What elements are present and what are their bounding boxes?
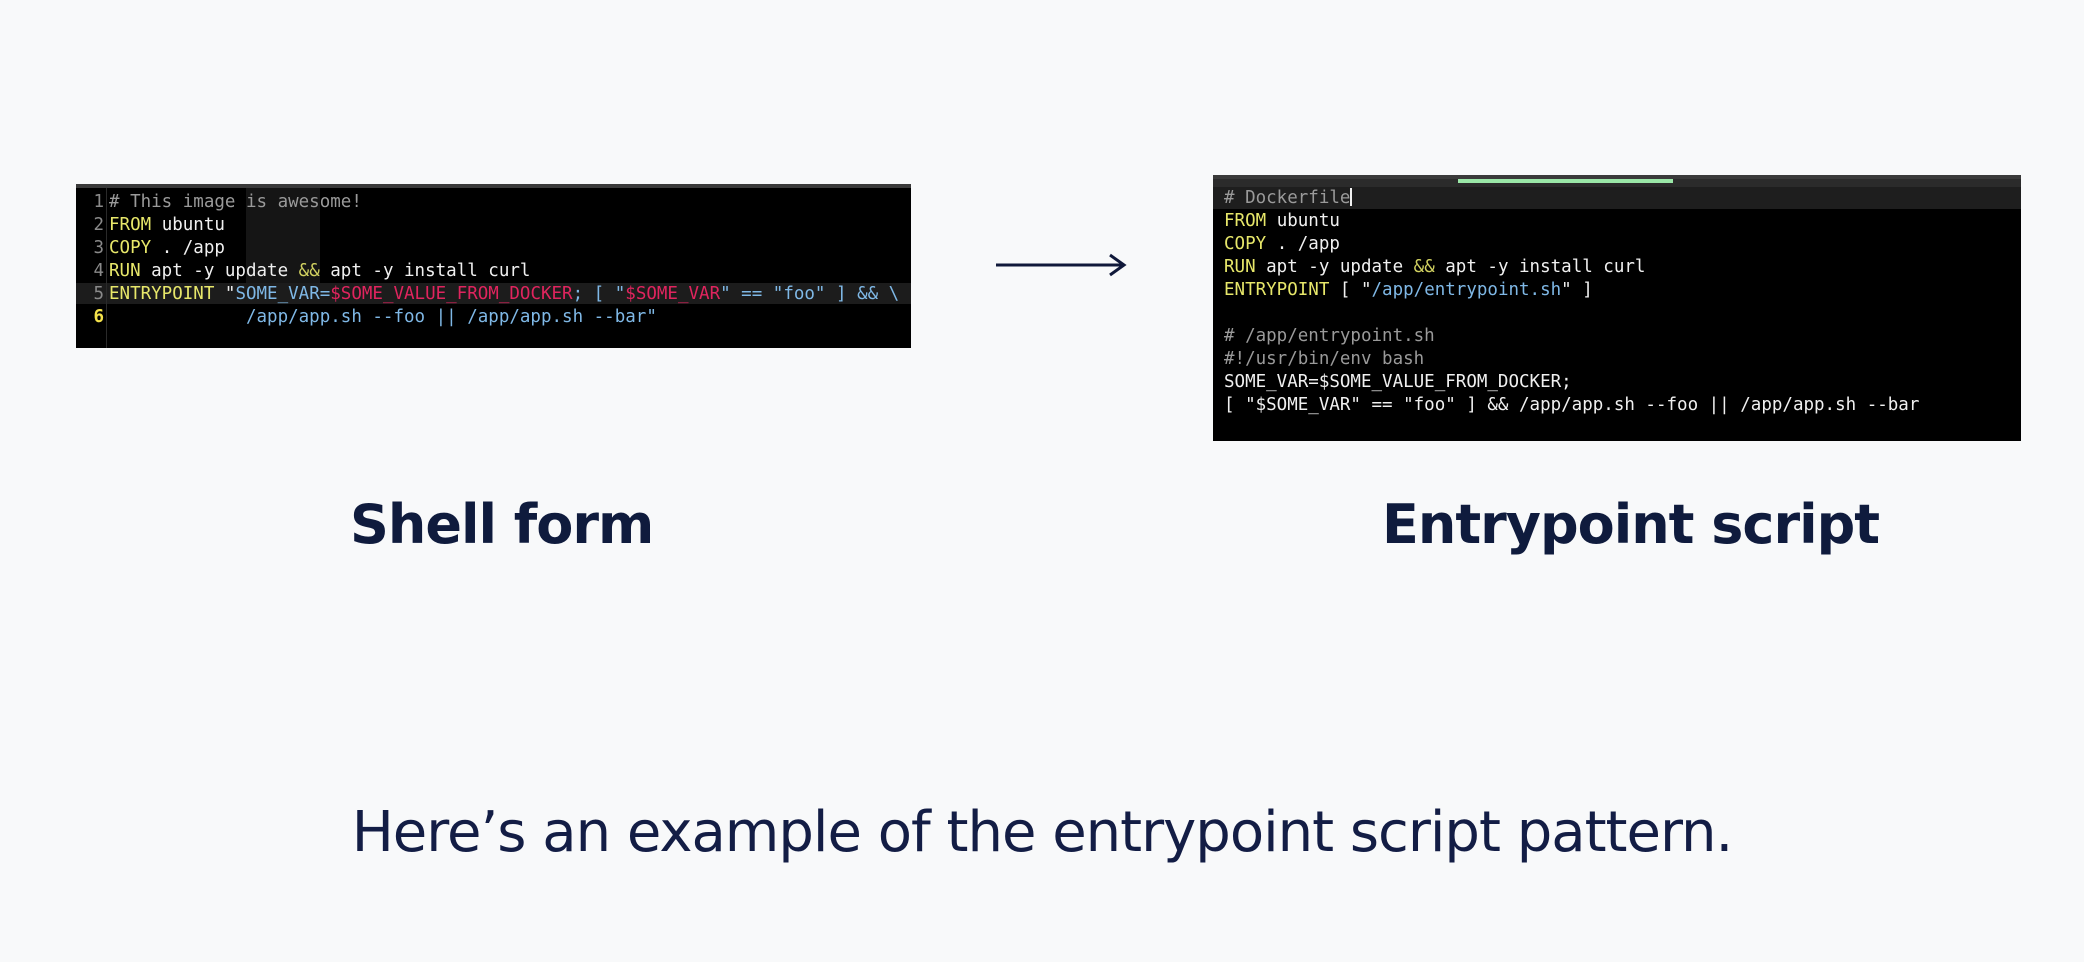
code-token: $SOME_VAR [625, 284, 721, 304]
code-line: # This image is awesome! [109, 191, 899, 214]
code-token: . /app [151, 238, 225, 258]
code-token: SOME_VAR= [235, 284, 331, 304]
code-token: SOME_VAR=$SOME_VALUE_FROM_DOCKER; [1224, 372, 1572, 392]
code-token: #!/usr/bin/env bash [1224, 349, 1425, 369]
code-token: # /app/entrypoint.sh [1224, 326, 1435, 346]
code-token: # This image is awesome! [109, 192, 362, 212]
code-line: #!/usr/bin/env bash [1224, 348, 1919, 371]
code-line: /app/app.sh --foo || /app/app.sh --bar" [109, 306, 899, 329]
code-token: [ " [1329, 280, 1372, 300]
code-token: apt -y install curl [1434, 257, 1646, 277]
code-line: FROM ubuntu [1224, 210, 1919, 233]
code-line: COPY . /app [1224, 233, 1919, 256]
code-token: ENTRYPOINT [109, 284, 215, 304]
line-number: 2 [93, 215, 104, 235]
code-line: COPY . /app [109, 237, 899, 260]
code-token: FROM [109, 215, 152, 235]
text-cursor [1350, 188, 1353, 206]
code-token: $SOME_VALUE_FROM_DOCKER [330, 284, 573, 304]
line-number-gutter: 1 2 3 4 5 6 [76, 191, 104, 329]
code-token: FROM [1224, 211, 1267, 231]
line-number: 6 [93, 307, 104, 327]
code-token: ENTRYPOINT [1224, 280, 1330, 300]
code-line: ENTRYPOINT [ "/app/entrypoint.sh" ] [1224, 279, 1919, 302]
code-token: ubuntu [151, 215, 225, 235]
current-line-highlight [76, 283, 911, 304]
slide-subtitle: Here’s an example of the entrypoint scri… [351, 800, 1734, 865]
line-number: 3 [93, 238, 104, 258]
tab-accent-bar [318, 184, 508, 188]
code-line [1224, 302, 1919, 325]
code-token: && [1413, 257, 1435, 277]
code-token: /app/entrypoint.sh [1371, 280, 1562, 300]
code-token: COPY [109, 238, 152, 258]
code-token: apt -y install curl [319, 261, 531, 281]
entrypoint-script-caption: Entrypoint script [1382, 493, 1880, 556]
code-token: ubuntu [1266, 211, 1340, 231]
code-token: apt -y update [1255, 257, 1414, 277]
code-line: SOME_VAR=$SOME_VALUE_FROM_DOCKER; [1224, 371, 1919, 394]
line-number: 1 [93, 192, 104, 212]
code-token: ; [ " [572, 284, 626, 304]
code-line: # Dockerfile [1224, 187, 1919, 210]
current-line-highlight [1213, 187, 2021, 209]
shell-form-caption: Shell form [350, 493, 654, 556]
code-token: . /app [1266, 234, 1340, 254]
line-number: 5 [93, 284, 104, 304]
code-token: apt -y update [140, 261, 299, 281]
code-line: RUN apt -y update && apt -y install curl [109, 260, 899, 283]
code-token: " ] [1561, 280, 1593, 300]
code-line: ENTRYPOINT "SOME_VAR=$SOME_VALUE_FROM_DO… [109, 283, 899, 306]
code-line: [ "$SOME_VAR" == "foo" ] && /app/app.sh … [1224, 394, 1919, 417]
code-line: FROM ubuntu [109, 214, 899, 237]
tab-accent-bar [1458, 179, 1673, 183]
line-number: 4 [93, 261, 104, 281]
code-token: /app/app.sh --foo || /app/app.sh --bar" [109, 307, 657, 327]
code-line: RUN apt -y update && apt -y install curl [1224, 256, 1919, 279]
tab-bar [1213, 179, 2021, 187]
code-token: RUN [1224, 257, 1256, 277]
selection-column [246, 188, 320, 283]
code-token: COPY [1224, 234, 1267, 254]
code-token: RUN [109, 261, 141, 281]
code-token: " [214, 284, 236, 304]
code-line: # /app/entrypoint.sh [1224, 325, 1919, 348]
code-token: " == "foo" ] && \ [720, 284, 900, 304]
code-token: && [298, 261, 320, 281]
right-arrow-icon [996, 253, 1127, 277]
code-token: [ "$SOME_VAR" == "foo" ] && /app/app.sh … [1224, 395, 1920, 415]
code-token: # Dockerfile [1224, 188, 1351, 208]
gutter-divider [106, 188, 107, 348]
